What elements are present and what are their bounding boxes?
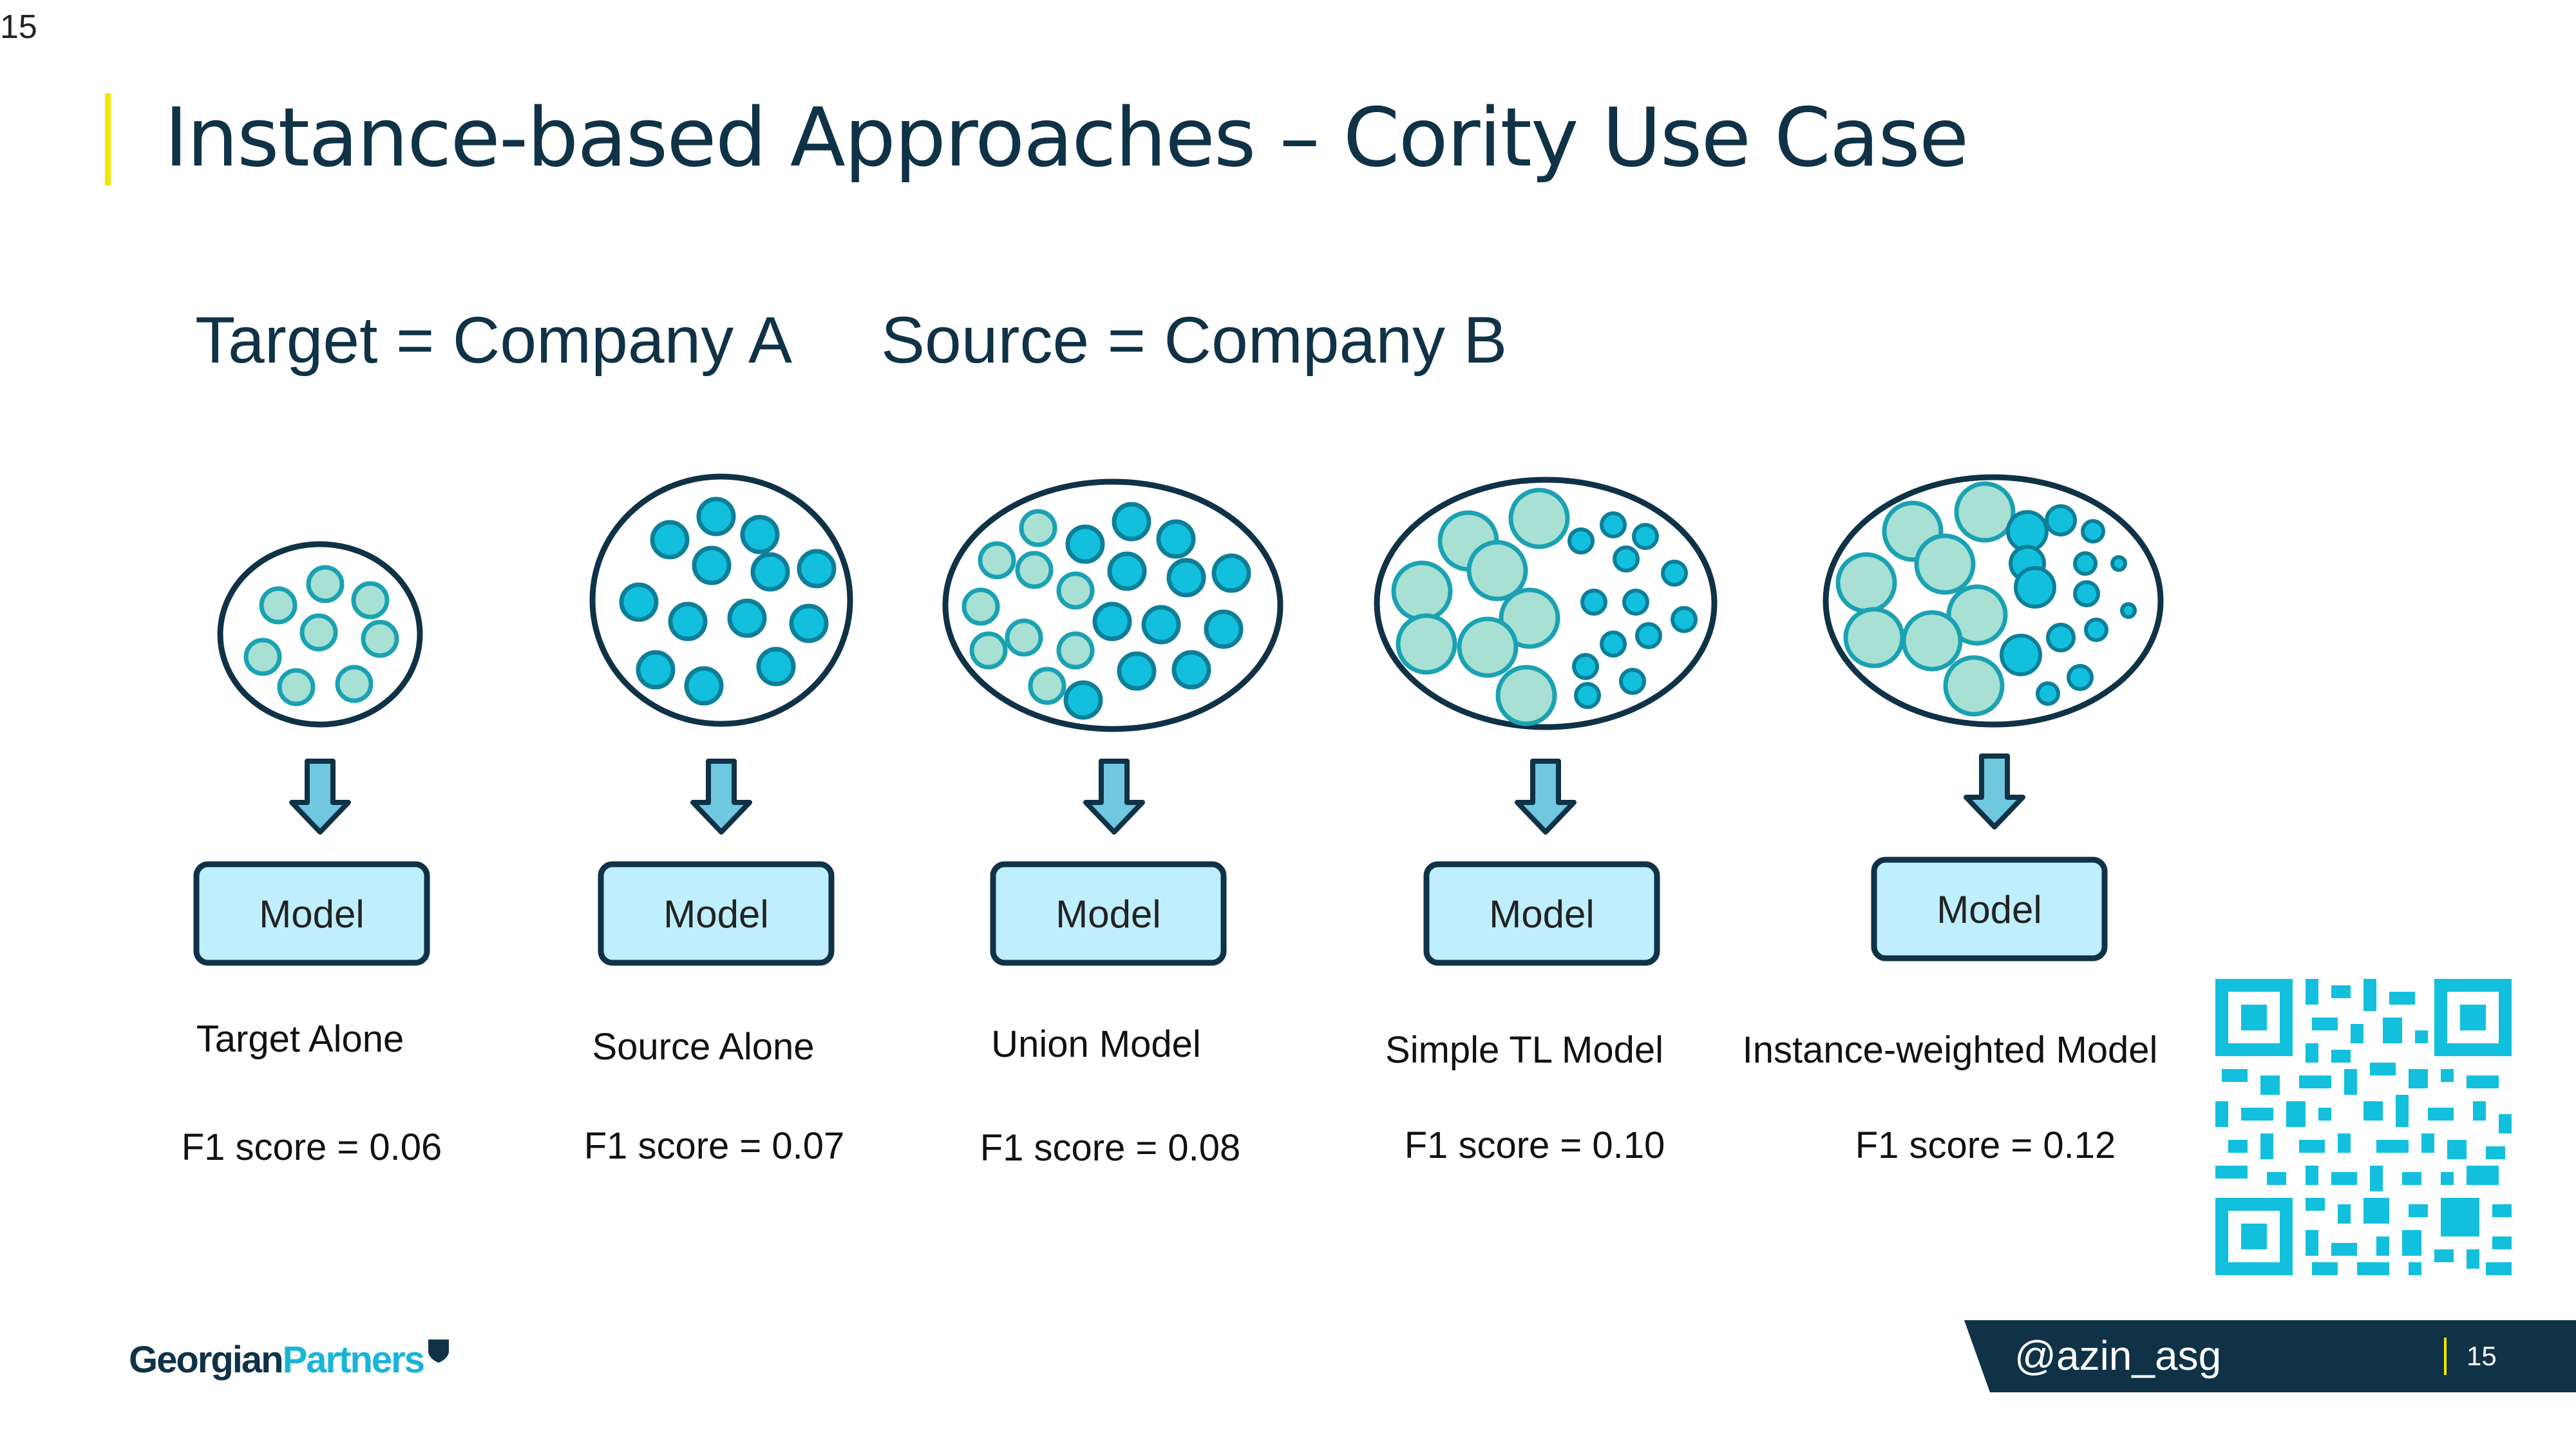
arrow-down-icon xyxy=(292,761,348,832)
title-accent-bar xyxy=(105,93,111,185)
approach-name-union: Union Model xyxy=(991,1023,1201,1065)
model-label-4: Model xyxy=(1489,893,1595,936)
model-label-1: Model xyxy=(259,893,365,936)
model-box-3 xyxy=(990,861,1227,966)
arrow-down-icon xyxy=(1517,761,1574,832)
approach-name-instance-weighted: Instance-weighted Model xyxy=(1742,1029,2158,1071)
f1-score-instance-weighted: F1 score = 0.12 xyxy=(1855,1124,2116,1166)
approach-name-simple-tl: Simple TL Model xyxy=(1385,1029,1663,1071)
source-instances-5 xyxy=(2000,504,2137,706)
model-label-2: Model xyxy=(663,893,769,936)
target-instances-4 xyxy=(1391,488,1570,726)
model-box-2 xyxy=(598,861,835,966)
model-box-1 xyxy=(193,861,430,966)
model-box-5 xyxy=(1871,857,2108,961)
twitter-handle[interactable]: @azin_asg xyxy=(2014,1332,2222,1379)
model-label-3: Model xyxy=(1056,893,1161,936)
model-label-5: Model xyxy=(1937,888,2042,931)
target-instances-5 xyxy=(1835,481,2016,717)
source-instances-2 xyxy=(619,497,837,706)
approach-name-source-alone: Source Alone xyxy=(592,1026,815,1068)
target-instances-3 xyxy=(961,509,1095,705)
target-definition: Target = Company A xyxy=(195,303,793,377)
approach-name-target-alone: Target Alone xyxy=(196,1018,404,1060)
arrow-down-icon xyxy=(1966,756,2023,827)
arrow-down-icon xyxy=(1086,761,1142,832)
arrow-down-icon xyxy=(693,761,750,832)
qr-code-icon[interactable] xyxy=(2215,979,2512,1275)
logo-text-partners: Partners xyxy=(282,1339,425,1381)
f1-score-source-alone: F1 score = 0.07 xyxy=(583,1125,845,1167)
model-box-4 xyxy=(1423,861,1660,966)
footer-page-number: 15 xyxy=(2467,1341,2497,1371)
source-instances-3 xyxy=(1063,502,1251,720)
f1-score-simple-tl: F1 score = 0.10 xyxy=(1404,1124,1665,1166)
source-definition: Source = Company B xyxy=(881,303,1508,377)
f1-score-target-alone: F1 score = 0.06 xyxy=(181,1126,442,1168)
footer-separator xyxy=(2444,1338,2447,1375)
f1-score-union: F1 score = 0.08 xyxy=(980,1127,1241,1169)
shield-icon xyxy=(428,1340,449,1363)
source-instances-4 xyxy=(1567,511,1698,709)
slide-title: Instance-based Approaches – Cority Use C… xyxy=(164,90,1969,185)
georgian-partners-logo: GeorgianPartners xyxy=(129,1338,450,1381)
logo-text-georgian: Georgian xyxy=(129,1339,284,1381)
slide-number-top: 15 xyxy=(0,8,37,46)
target-instances-1 xyxy=(243,565,399,706)
footer-bar xyxy=(1964,1320,2576,1392)
